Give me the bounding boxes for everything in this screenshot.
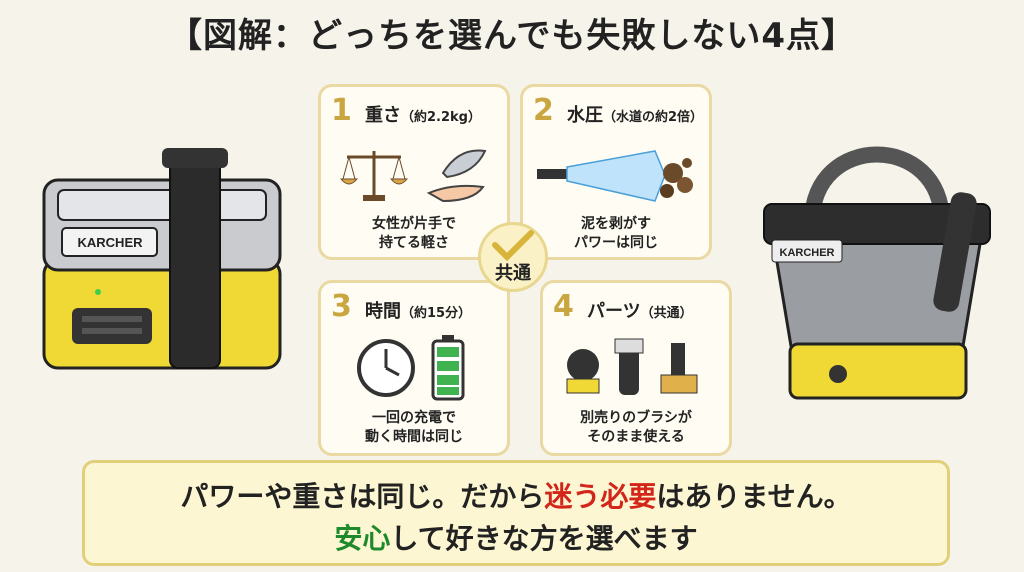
- card-heading: 水圧: [567, 105, 603, 126]
- common-badge: 共通: [478, 222, 548, 292]
- card-caption-2: 持てる軽さ: [379, 235, 449, 251]
- page-title: 【図解：どっちを選んでも失敗しない4点】: [168, 16, 856, 56]
- feature-card-runtime: 3 時間（約15分） 一回の充電で 動く時間は同じ: [318, 280, 510, 456]
- battery-icon: [431, 335, 465, 401]
- card-heading: パーツ: [587, 301, 641, 322]
- common-label: 共通: [495, 263, 531, 284]
- card-number: 4: [553, 289, 574, 324]
- left-brand-label: KARCHER: [78, 235, 144, 250]
- right-washer-illustration: KARCHER: [763, 146, 991, 400]
- card-caption-1: 別売りのブラシが: [580, 410, 692, 426]
- card-caption-1: 一回の充電で: [372, 410, 456, 426]
- right-brand-label: KARCHER: [780, 247, 835, 259]
- clock-icon: [357, 339, 415, 397]
- card-caption-2: そのまま使える: [587, 429, 685, 445]
- summary-text-3: して好きな方を選べます: [390, 522, 698, 555]
- feature-card-parts: 4 パーツ（共通） 別売りのブラシが そのまま使える: [540, 280, 732, 456]
- card-number: 3: [331, 289, 352, 324]
- card-subheading: （共通）: [640, 306, 693, 321]
- feather-hand-icon: [426, 149, 487, 203]
- card-subheading: （約2.2kg）: [401, 110, 481, 125]
- summary-text-2: はありません。: [656, 480, 852, 513]
- card-caption-1: 女性が片手で: [372, 216, 456, 232]
- brush-icon: [566, 338, 698, 395]
- card-caption-2: パワーは同じ: [574, 235, 658, 251]
- scale-icon: [339, 151, 409, 201]
- card-heading: 重さ: [365, 105, 401, 126]
- card-number: 1: [331, 93, 352, 128]
- card-heading: 時間: [365, 301, 401, 322]
- card-subheading: （水道の約2倍）: [603, 110, 704, 125]
- feature-card-weight: 1 重さ（約2.2kg） 女性が片手で 持てる軽さ: [318, 84, 510, 260]
- card-number: 2: [533, 93, 554, 128]
- summary-text-1: パワーや重さは同じ。だから: [180, 480, 545, 513]
- card-caption-2: 動く時間は同じ: [365, 429, 463, 445]
- feature-card-pressure: 2 水圧（水道の約2倍） 泥を剥がす パワーは同じ: [520, 84, 712, 260]
- water-spray-icon: [537, 150, 693, 202]
- card-subheading: （約15分）: [401, 306, 472, 321]
- left-washer-illustration: KARCHER: [42, 148, 282, 370]
- summary-highlight-green: 安心: [334, 522, 391, 555]
- card-caption-1: 泥を剥がす: [581, 216, 651, 232]
- check-icon: [492, 230, 534, 261]
- summary-highlight-red: 迷う必要: [544, 480, 657, 513]
- summary-box: パワーや重さは同じ。だから迷う必要はありません。 安心して好きな方を選べます: [82, 460, 950, 566]
